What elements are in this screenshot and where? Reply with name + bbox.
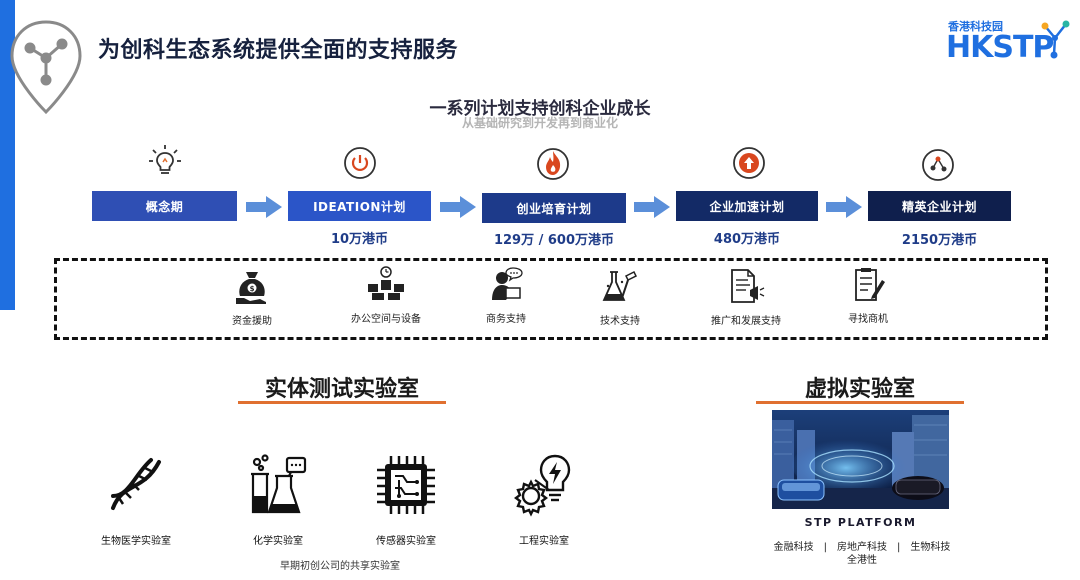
business-person-icon	[492, 267, 523, 300]
stage-incubation: 创业培育计划	[482, 193, 626, 223]
support-item-funding: $ 资金援助	[197, 268, 307, 327]
megaphone-document-icon	[731, 269, 765, 303]
dna-icon	[111, 458, 161, 510]
lightbulb-icon	[149, 145, 181, 174]
power-icon	[344, 147, 376, 179]
left-accent-bar	[0, 0, 15, 310]
support-label: 资金援助	[232, 316, 272, 327]
support-label: 寻找商机	[848, 314, 888, 325]
lab-flask-icon	[602, 270, 638, 301]
logo-network-icon	[1041, 20, 1070, 59]
lab-label: 工程实验室	[519, 536, 569, 547]
support-label: 推广和发展支持	[711, 316, 781, 327]
flame-icon	[537, 148, 569, 180]
hkstp-logo: 香港科技园 HKSTP	[944, 18, 1070, 68]
chemistry-icon	[251, 454, 307, 514]
support-label: 办公空间与设备	[351, 314, 421, 325]
right-arrow-icon	[246, 196, 282, 218]
virtual-lab-scope: 全港性	[847, 555, 877, 566]
lab-label: 生物医学实验室	[101, 536, 171, 547]
lab-item-biomedical: 生物医学实验室	[76, 452, 196, 547]
right-arrow-icon	[440, 196, 476, 218]
stage-amount-incubation: 129万 / 600万港币	[493, 233, 615, 248]
location-pin-icon	[10, 20, 82, 115]
programs-title: 一系列计划支持创科企业成长	[429, 99, 651, 119]
support-label: 技术支持	[600, 316, 640, 327]
logo-english-text: HKSTP	[946, 30, 1054, 65]
stage-concept: 概念期	[92, 191, 237, 221]
page-title: 为创科生态系统提供全面的支持服务	[98, 38, 459, 63]
stage-amount-elite: 2150万港币	[901, 233, 978, 248]
section-underline	[238, 401, 446, 404]
engineering-icon	[514, 454, 571, 517]
support-item-technology: 技术支持	[565, 268, 675, 327]
section-underline	[756, 401, 964, 404]
virtual-lab-image	[772, 410, 949, 509]
lab-item-sensor: 传感器实验室	[346, 452, 466, 547]
money-bag-icon: $	[236, 272, 266, 304]
stage-amount-accelerator: 480万港币	[713, 232, 781, 247]
office-desk-icon	[368, 266, 404, 300]
lab-item-engineering: 工程实验室	[484, 452, 604, 547]
support-services-box	[54, 258, 1048, 340]
support-item-office: 办公空间与设备	[331, 266, 441, 325]
lab-label: 化学实验室	[253, 536, 303, 547]
lab-item-chemistry: 化学实验室	[218, 452, 338, 547]
logo-chinese-text: 香港科技园	[948, 20, 1003, 33]
stage-accelerator: 企业加速计划	[676, 191, 818, 221]
support-item-opportunity: 寻找商机	[813, 266, 923, 325]
support-label: 商务支持	[486, 314, 526, 325]
programs-subtitle: 从基础研究到开发再到商业化	[461, 116, 618, 130]
stage-ideation: IDEATION计划	[288, 191, 431, 221]
support-item-business: 商务支持	[451, 266, 561, 325]
virtual-lab-tags: 金融科技 | 房地产科技 | 生物科技 全港性	[752, 541, 972, 567]
chip-icon	[377, 456, 435, 514]
support-item-promotion: 推广和发展支持	[691, 268, 801, 327]
upload-arrow-icon	[733, 147, 765, 179]
lab-label: 传感器实验室	[376, 536, 436, 547]
virtual-lab-title: 虚拟实验室	[804, 377, 915, 402]
checklist-icon	[855, 268, 885, 301]
stage-elite: 精英企业计划	[868, 191, 1011, 221]
stage-amount-ideation: 10万港币	[330, 232, 389, 247]
network-icon	[922, 149, 954, 181]
stp-platform-label: STP PLATFORM	[804, 516, 917, 529]
physical-labs-title: 实体测试实验室	[264, 377, 419, 402]
svg-text:$: $	[250, 285, 255, 293]
right-arrow-icon	[634, 196, 670, 218]
right-arrow-icon	[826, 196, 862, 218]
shared-labs-note: 早期初创公司的共享实验室	[280, 561, 400, 572]
virtual-lab-tags-line: 金融科技 | 房地产科技 | 生物科技	[773, 542, 951, 553]
